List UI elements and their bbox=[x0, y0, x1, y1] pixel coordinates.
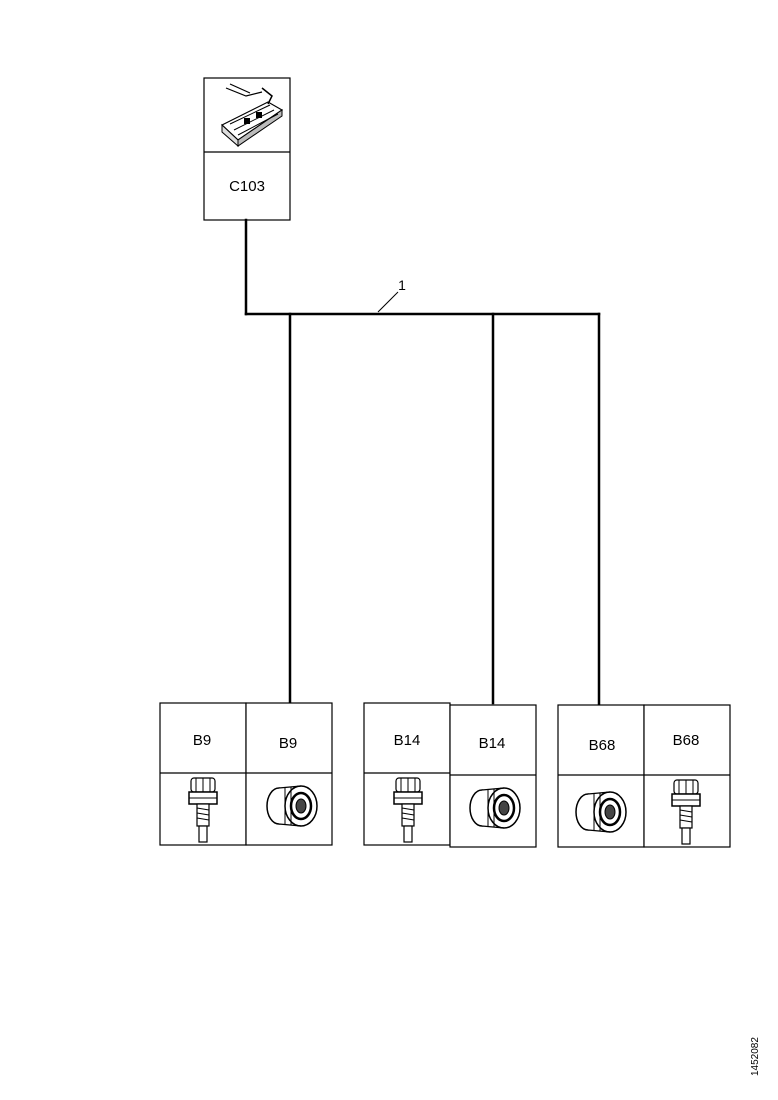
harness-callout: 1 bbox=[377, 277, 406, 313]
round-connector-icon bbox=[266, 785, 318, 827]
component-label-b68-connector: B68 bbox=[589, 737, 616, 754]
component-label-b9-connector: B9 bbox=[279, 735, 297, 752]
harness-callout-label: 1 bbox=[398, 277, 406, 293]
component-label-b68-sensor: B68 bbox=[673, 732, 700, 749]
round-connector-icon bbox=[575, 791, 627, 833]
component-label-b14-sensor: B14 bbox=[394, 732, 421, 749]
document-number: 1452082 bbox=[750, 1037, 761, 1076]
component-label-b14-connector: B14 bbox=[479, 735, 506, 752]
source-connector-label: C103 bbox=[229, 178, 265, 195]
temperature-sensor-icon bbox=[393, 777, 423, 843]
source-connector-box: C103 bbox=[203, 77, 291, 221]
component-label-b9-sensor: B9 bbox=[193, 732, 211, 749]
connector-block-icon bbox=[220, 83, 284, 148]
component-group-b14: B14 B14 bbox=[363, 702, 537, 848]
temperature-sensor-icon bbox=[188, 777, 218, 843]
component-group-b9: B9 B9 bbox=[159, 702, 333, 846]
round-connector-icon bbox=[469, 787, 521, 829]
temperature-sensor-icon bbox=[671, 779, 701, 845]
component-group-b68: B68 B68 bbox=[557, 704, 731, 848]
harness-wires bbox=[244, 218, 601, 707]
